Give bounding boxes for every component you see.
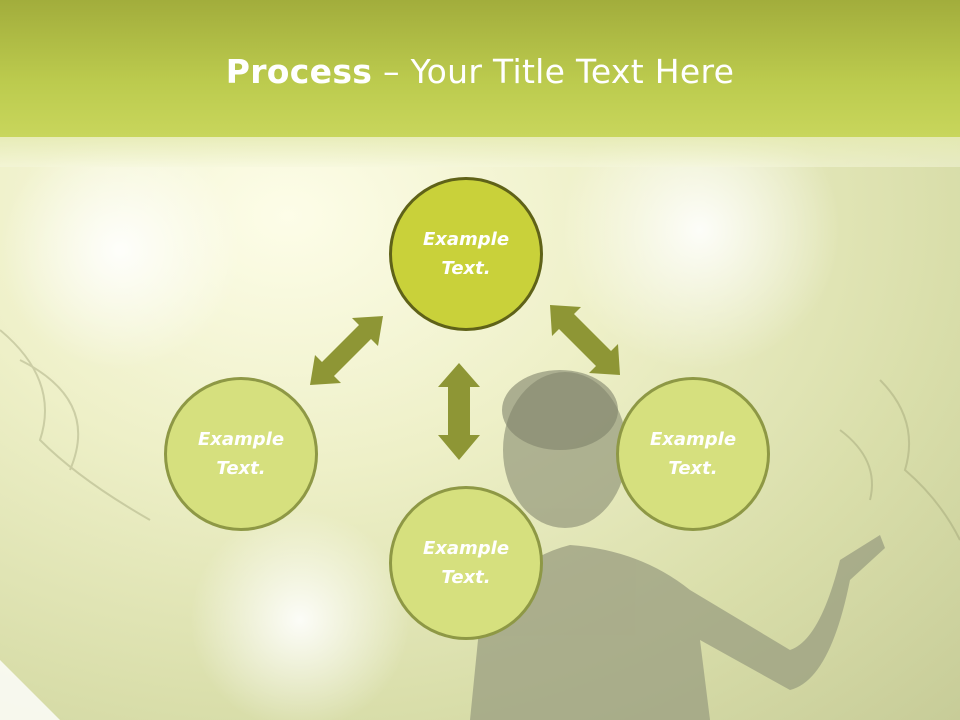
node-top-text: Example Text.	[422, 229, 510, 279]
process-node-left: Example Text.	[164, 377, 318, 531]
title-bold: Process	[225, 52, 373, 91]
process-node-bottom: Example Text.	[389, 486, 543, 640]
node-left-text: Example Text.	[197, 429, 285, 479]
arrow-top-bottom	[438, 363, 480, 460]
slide-title: Process – Your Title Text Here	[0, 52, 960, 91]
process-node-top: Example Text.	[389, 177, 543, 331]
title-bar	[0, 0, 960, 137]
process-node-right: Example Text.	[616, 377, 770, 531]
arrow-left-top	[310, 316, 383, 385]
node-bottom-text: Example Text.	[422, 538, 510, 588]
title-rest: – Your Title Text Here	[372, 52, 735, 91]
node-right-text: Example Text.	[649, 429, 737, 479]
arrow-top-right	[550, 305, 620, 375]
title-bar-band	[0, 137, 960, 167]
